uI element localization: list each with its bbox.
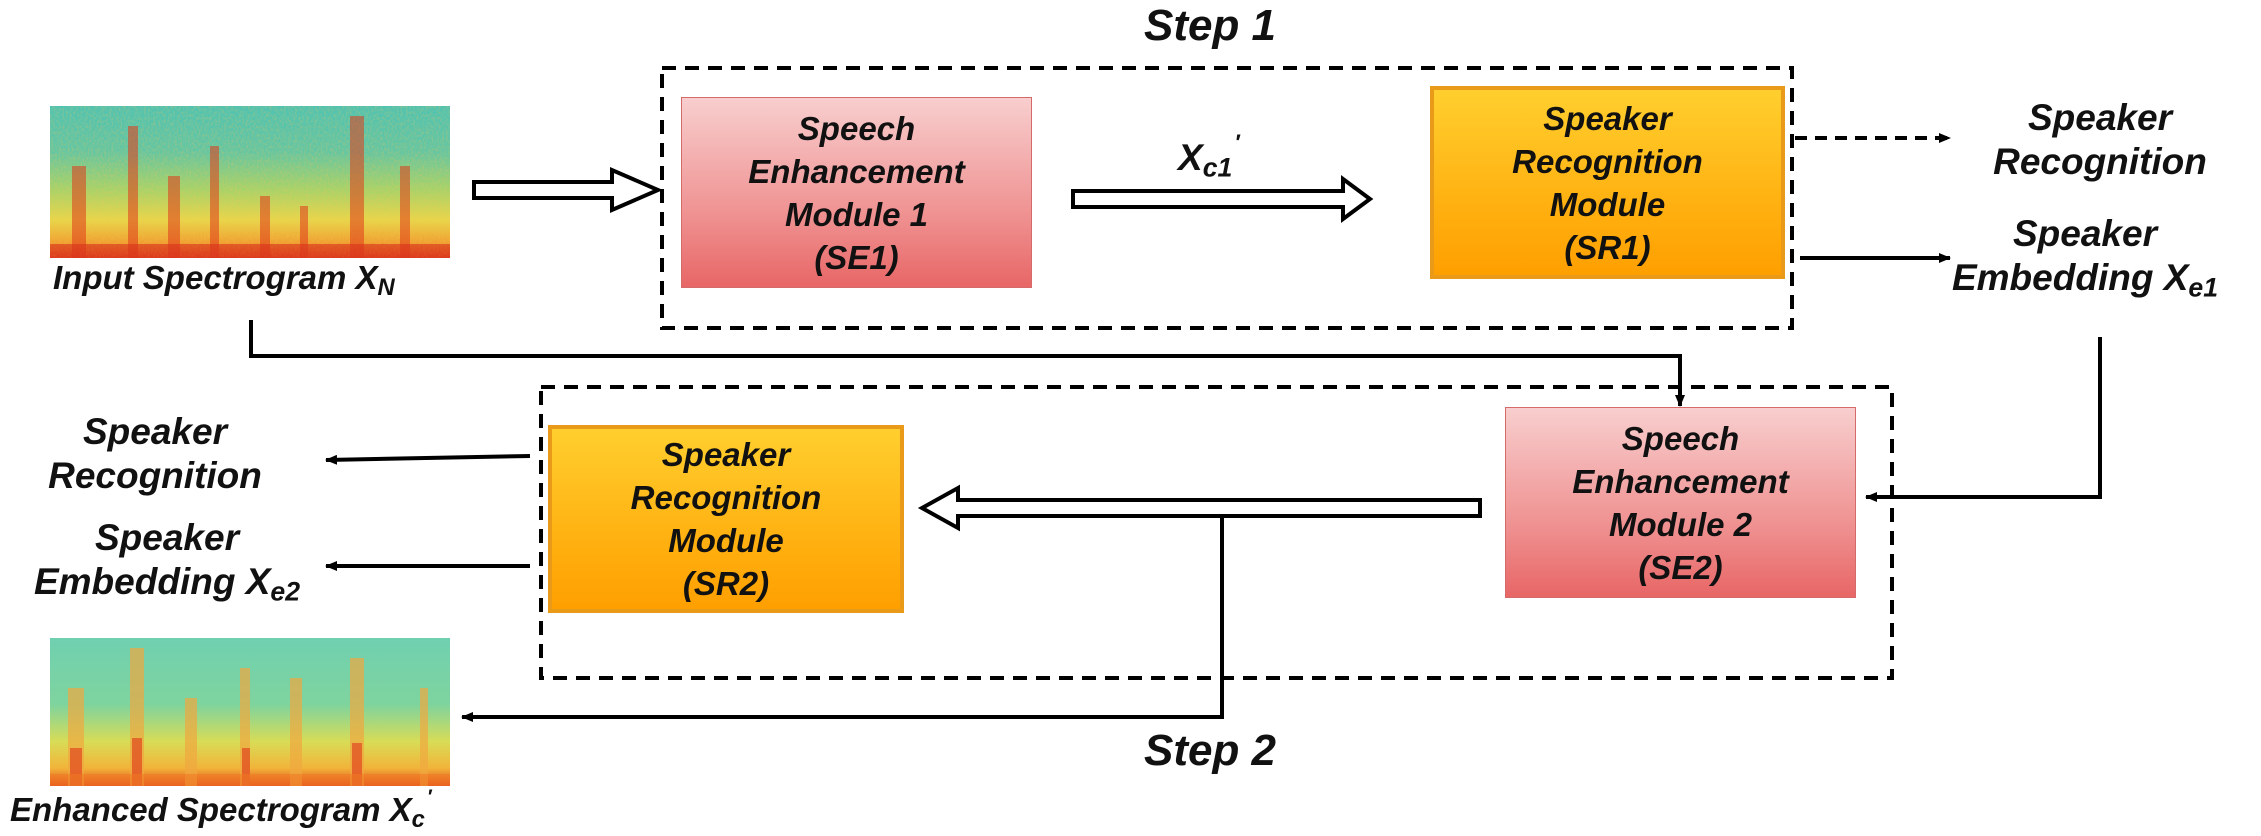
se1-line-4: (SE1) [814,238,899,276]
step1-recognition-line-2: Recognition [1993,141,2207,183]
arrow-se1-to-sr1 [1071,175,1374,223]
se1-line-2: Enhancement [748,152,965,190]
enhanced-spectrogram-graphic [50,638,450,786]
arrow-input-to-se2 [249,320,1685,407]
speech-enhancement-module-1: Speech Enhancement Module 1 (SE1) [681,97,1032,288]
signal-subscript: c1 [1202,152,1233,183]
step2-embedding-line-2: Embedding X [33,561,271,603]
step1-speaker-embedding-label: Speaker Embedding Xe1 [1915,212,2255,305]
speech-enhancement-module-2: Speech Enhancement Module 2 (SE2) [1505,407,1856,598]
se2-line-2: Enhancement [1572,462,1789,500]
step1-boundary [660,66,1794,330]
step2-speaker-recognition-label: Speaker Recognition [20,410,290,499]
arrow-se2-to-sr2 [917,484,1482,532]
step2-speaker-embedding-label: Speaker Embedding Xe2 [2,516,332,609]
input-spectrogram-graphic [50,106,450,258]
input-spectrogram-text: Input Spectrogram X [53,259,378,296]
sr2-line-3: Module [668,522,784,559]
step-1-label: Step 1 [1143,1,1277,50]
se2-line-3: Module 2 [1608,505,1752,543]
signal-main: X [1178,136,1203,178]
input-spectrogram-subscript: N [377,273,395,301]
enhanced-spectrogram [50,638,450,786]
arrow-embedding-to-se2 [1865,337,2102,502]
se1-line-1: Speech [797,109,916,147]
sr2-line-4: (SR2) [682,565,770,602]
step2-embedding-subscript: e2 [270,577,301,608]
enhanced-spectrogram-subscript: c [411,805,425,833]
step-2-label: Step 2 [1143,726,1277,775]
input-spectrogram [50,106,450,258]
enhanced-spectrogram-text: Enhanced Spectrogram X [10,790,412,828]
step2-recognition-line-1: Speaker [83,411,227,452]
step2-embedding-line-1: Speaker [95,517,239,558]
step2-recognition-line-2: Recognition [48,455,262,497]
sr1-line-1: Speaker [1543,99,1672,137]
step1-recognition-line-1: Speaker [2028,97,2172,138]
sr1-line-3: Module [1549,185,1666,223]
step1-embedding-line-1: Speaker [2013,213,2157,254]
speaker-recognition-module-1: Speaker Recognition Module (SR1) [1430,86,1785,279]
input-spectrogram-label: Input Spectrogram XN [53,258,395,302]
step1-embedding-line-2: Embedding X [1951,257,2189,299]
sr2-line-1: Speaker [661,436,791,473]
enhanced-spectrogram-prime: ′ [426,786,432,808]
arrow-input-to-step1 [472,166,664,214]
speaker-recognition-module-2: Speaker Recognition Module (SR2) [548,425,904,613]
sr1-line-2: Recognition [1512,142,1703,180]
se2-line-4: (SE2) [1638,548,1723,586]
se2-line-1: Speech [1621,419,1740,457]
signal-xc1-label: Xc1′ [1178,130,1240,185]
signal-prime: ′ [1234,130,1240,155]
enhanced-spectrogram-label: Enhanced Spectrogram Xc′ [10,786,432,834]
sr1-line-4: (SR1) [1564,228,1651,266]
sr2-line-2: Recognition [630,479,822,516]
arrow-sr2-recognition [325,454,531,465]
se1-line-3: Module 1 [784,195,928,233]
step1-speaker-recognition-label: Speaker Recognition [1965,96,2235,185]
step1-embedding-subscript: e1 [2188,273,2219,304]
step2-boundary [539,385,1894,680]
arrow-to-enhanced-spectrogram [461,516,1224,722]
